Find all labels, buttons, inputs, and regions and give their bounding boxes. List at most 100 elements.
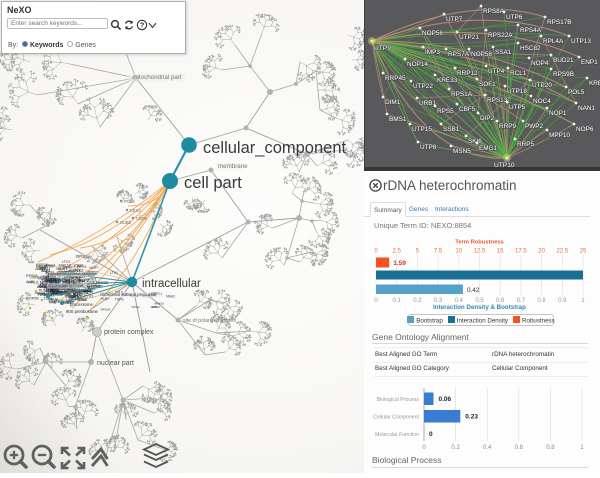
svg-text:UTP20: UTP20 <box>532 82 552 89</box>
svg-text:NOP6: NOP6 <box>576 126 594 133</box>
svg-text:0.6: 0.6 <box>515 445 524 451</box>
svg-text:site of polarized growth: site of polarized growth <box>183 318 236 324</box>
svg-text:EMG1: EMG1 <box>479 145 498 152</box>
svg-text:ribosomal subunit precursor: ribosomal subunit precursor <box>100 292 157 297</box>
svg-text:PNO1: PNO1 <box>40 267 50 271</box>
svg-text:RPL5: RPL5 <box>92 284 100 288</box>
svg-text:SSB1: SSB1 <box>42 279 51 283</box>
svg-text:RRP9: RRP9 <box>499 123 516 130</box>
svg-text:Molecular Function: Molecular Function <box>375 432 419 438</box>
svg-text:NOP7: NOP7 <box>40 280 52 285</box>
svg-text:LSG1: LSG1 <box>37 285 45 289</box>
svg-text:LSG1: LSG1 <box>46 263 57 268</box>
svg-text:RPL4A: RPL4A <box>543 38 564 45</box>
svg-text:UTP8: UTP8 <box>420 144 437 151</box>
svg-text:SUB2: SUB2 <box>120 220 132 225</box>
svg-text:12.5: 12.5 <box>474 249 486 255</box>
svg-text:HCR1: HCR1 <box>73 265 81 269</box>
svg-text:0.06: 0.06 <box>439 396 452 403</box>
svg-text:DIM2: DIM2 <box>46 289 54 293</box>
svg-text:cell part: cell part <box>184 174 242 192</box>
svg-text:UTP10: UTP10 <box>494 162 515 169</box>
svg-text:0.23: 0.23 <box>465 414 478 421</box>
svg-text:NOP7: NOP7 <box>89 266 99 270</box>
svg-text:RPS1A: RPS1A <box>49 278 61 282</box>
svg-text:LTV1: LTV1 <box>62 260 70 264</box>
svg-text:10: 10 <box>455 249 462 255</box>
svg-text:RPS3: RPS3 <box>77 265 86 269</box>
svg-text:SSB1: SSB1 <box>63 301 71 305</box>
svg-text:RPS4A: RPS4A <box>520 27 542 34</box>
svg-text:DBP10: DBP10 <box>40 292 53 297</box>
svg-text:RLP7: RLP7 <box>79 278 90 283</box>
svg-text:NSA2: NSA2 <box>63 266 72 270</box>
svg-text:RPS2: RPS2 <box>45 264 54 268</box>
svg-text:TSR1: TSR1 <box>43 296 53 301</box>
svg-text:RPL11: RPL11 <box>83 289 92 293</box>
svg-text:RCL1: RCL1 <box>510 70 527 77</box>
svg-text:RPS3: RPS3 <box>52 280 61 284</box>
svg-text:NOB1: NOB1 <box>42 269 51 273</box>
svg-text:SSF1: SSF1 <box>37 285 45 289</box>
svg-text:KRE: KRE <box>589 80 600 87</box>
svg-text:RLP7: RLP7 <box>47 287 56 291</box>
svg-text:SQT1: SQT1 <box>95 284 103 288</box>
svg-text:RRP5: RRP5 <box>517 141 534 148</box>
svg-text:DBP10: DBP10 <box>69 294 81 298</box>
svg-text:LTV1: LTV1 <box>110 271 118 275</box>
svg-text:FUN12: FUN12 <box>70 290 81 294</box>
svg-text:0: 0 <box>374 249 378 255</box>
svg-text:MAK16: MAK16 <box>59 264 71 268</box>
svg-text:HCR1: HCR1 <box>66 287 76 291</box>
svg-text:processome: processome <box>70 302 93 307</box>
svg-text:EBP2: EBP2 <box>95 284 103 288</box>
svg-text:HCR1: HCR1 <box>40 276 49 280</box>
svg-text:YTM1: YTM1 <box>41 277 51 282</box>
svg-text:RPL11: RPL11 <box>69 297 79 301</box>
svg-text:RPS1A: RPS1A <box>76 254 91 259</box>
svg-text:RPS1A: RPS1A <box>59 291 71 295</box>
svg-text:RPS7A: RPS7A <box>448 51 470 58</box>
svg-text:NAN1: NAN1 <box>578 105 595 112</box>
svg-text:NOG1: NOG1 <box>37 292 46 296</box>
svg-text:UTP6: UTP6 <box>506 14 523 21</box>
svg-text:UTP7: UTP7 <box>446 16 463 23</box>
svg-text:SKI6: SKI6 <box>468 138 482 145</box>
svg-text:0.6: 0.6 <box>496 298 505 304</box>
svg-text:LSG1: LSG1 <box>44 287 53 291</box>
svg-text:UTP5: UTP5 <box>509 104 526 111</box>
svg-text:17.5: 17.5 <box>515 249 527 255</box>
svg-text:POL5: POL5 <box>568 89 585 96</box>
svg-text:protein complex: protein complex <box>104 329 154 336</box>
svg-text:NOP58: NOP58 <box>471 51 492 58</box>
svg-text:RPS0A: RPS0A <box>36 263 49 267</box>
svg-text:ALB1: ALB1 <box>26 280 35 284</box>
svg-text:REI1: REI1 <box>78 279 85 283</box>
svg-text:LSG1: LSG1 <box>65 301 74 305</box>
svg-text:RPF2: RPF2 <box>74 293 83 297</box>
svg-text:NSA2: NSA2 <box>38 277 47 281</box>
svg-text:RPS17B: RPS17B <box>547 19 572 26</box>
svg-text:?: ? <box>140 21 145 30</box>
svg-text:YTM1: YTM1 <box>82 289 91 293</box>
svg-text:SSF1: SSF1 <box>41 268 51 273</box>
svg-text:NOG2: NOG2 <box>83 290 94 294</box>
svg-text:PWP2: PWP2 <box>525 123 544 130</box>
svg-text:DBP10: DBP10 <box>51 279 62 283</box>
svg-text:TSR1: TSR1 <box>115 297 124 301</box>
svg-text:RPS0A: RPS0A <box>101 307 111 311</box>
svg-text:0: 0 <box>422 445 426 451</box>
svg-text:YTM1: YTM1 <box>73 263 83 268</box>
svg-text:NOB1: NOB1 <box>86 276 97 281</box>
svg-text:SQT1: SQT1 <box>49 299 61 304</box>
svg-text:RIO2: RIO2 <box>60 293 68 297</box>
svg-text:SQT1: SQT1 <box>85 291 94 295</box>
svg-text:URB1: URB1 <box>419 100 436 107</box>
svg-text:ALB1: ALB1 <box>35 267 44 271</box>
svg-text:NOP1: NOP1 <box>549 110 567 117</box>
svg-text:ribosomal subunit: ribosomal subunit <box>48 283 84 288</box>
svg-text:0.2: 0.2 <box>451 445 460 451</box>
svg-text:0.8: 0.8 <box>537 298 546 304</box>
svg-text:nuclear part: nuclear part <box>97 360 134 367</box>
svg-text:RPF1: RPF1 <box>54 277 63 281</box>
